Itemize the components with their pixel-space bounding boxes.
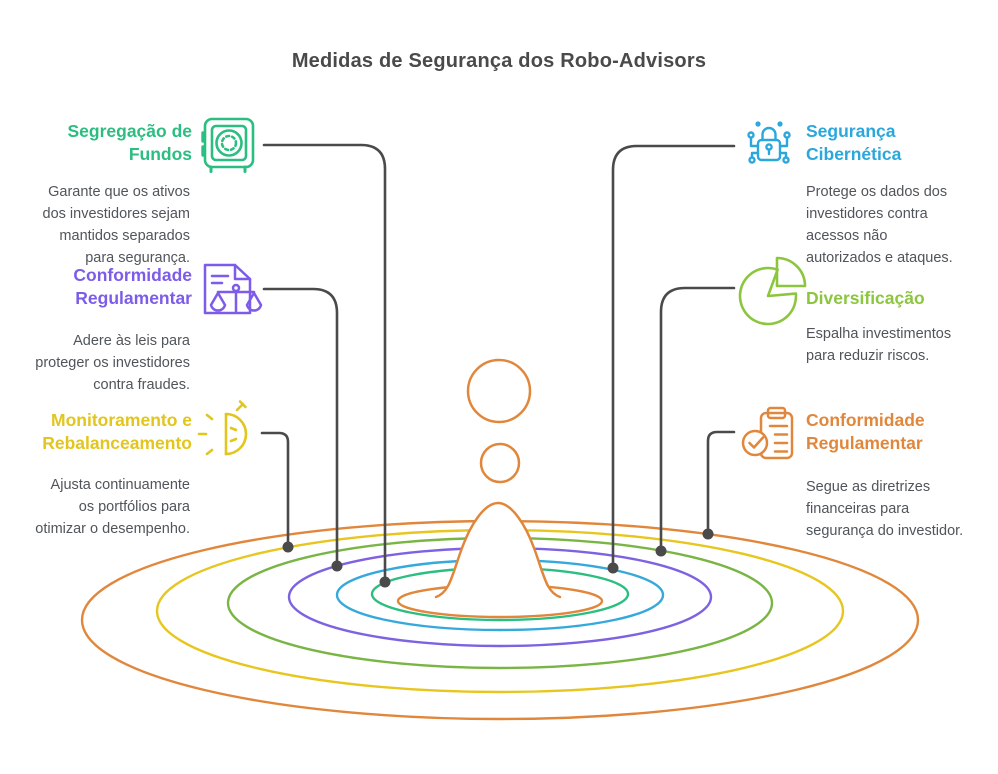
splash-spike	[434, 501, 562, 599]
safe-body	[203, 117, 255, 169]
description-monitoramento-e-rebalanceamento: Ajusta continuamente os portfólios para …	[35, 477, 190, 537]
page-title: Medidas de Segurança dos Robo-Advisors	[291, 50, 707, 72]
circuit-node-bottom-right	[782, 156, 790, 164]
document-fold	[233, 263, 252, 281]
safe-dial-outer	[215, 129, 243, 157]
heading-conformidade-regulamentar-direita: Conformidade Regulamentar	[806, 410, 925, 453]
heading-seguranca-cibernetica: Segurança Cibernética	[806, 121, 902, 164]
connector-lines	[260, 143, 736, 584]
pie-chart-icon	[738, 256, 807, 326]
connector-dot-diversificacao	[655, 545, 667, 557]
document-page	[203, 263, 252, 315]
description-seguranca-cibernetica: Protege os dados dos investidores contra…	[806, 184, 953, 266]
pie-main-slice	[738, 266, 798, 326]
heading-segregacao-de-fundos: Segregação de Fundos	[67, 121, 193, 164]
heading-diversificacao: Diversificação	[806, 288, 925, 308]
stopwatch-motion-rays	[197, 413, 214, 456]
connector-dot-cibernetica	[607, 562, 619, 574]
connector-cibernetica	[611, 144, 736, 570]
scales-right-pan	[245, 291, 263, 312]
connector-conformidade-esquerda	[262, 287, 339, 568]
heading-monitoramento-e-rebalanceamento: Monitoramento e Rebalanceamento	[42, 410, 192, 453]
description-conformidade-regulamentar-esquerda: Adere às leis para proteger os investido…	[35, 333, 190, 393]
circuit-traces	[749, 136, 789, 159]
document-scales-icon	[203, 263, 263, 315]
heading-conformidade-regulamentar-esquerda: Conformidade Regulamentar	[73, 265, 192, 308]
clipboard-lines	[768, 424, 789, 453]
connector-diversificacao	[659, 286, 736, 553]
safe-feet	[209, 165, 247, 173]
description-diversificacao: Espalha investimentos para reduzir risco…	[806, 326, 952, 364]
connector-dot-conformidade-direita	[702, 528, 714, 540]
lock-body	[756, 138, 782, 162]
circuit-dot-right	[777, 121, 783, 127]
clipboard-check-icon	[741, 406, 794, 460]
document-text-lines	[210, 274, 230, 285]
description-segregacao-de-fundos: Garante que os ativos dos investidores s…	[42, 184, 191, 266]
stopwatch-dial-marks	[229, 426, 238, 443]
pie-detached-wedge	[775, 256, 807, 288]
connector-monitoramento	[260, 431, 290, 549]
circuit-node-top-right	[783, 131, 791, 139]
safe-dial-notches	[220, 134, 238, 152]
connector-segregacao	[262, 143, 387, 584]
connector-conformidade-direita	[706, 430, 736, 536]
safe-icon	[201, 117, 255, 173]
scales-beam	[216, 289, 256, 313]
check-circle	[741, 429, 769, 457]
connector-dot-segregacao	[379, 576, 391, 588]
circuit-dot-left	[755, 121, 761, 127]
droplet-small	[479, 442, 521, 484]
circuit-node-bottom-left	[748, 156, 756, 164]
lock-shackle	[761, 126, 777, 142]
connector-dot-conformidade-esquerda	[331, 560, 343, 572]
stopwatch-crown	[235, 400, 247, 412]
droplet-large	[466, 358, 532, 424]
scales-left-pan	[209, 291, 227, 312]
description-conformidade-regulamentar-direita: Segue as diretrizes financeiras para seg…	[806, 479, 964, 539]
circuit-node-top-left	[747, 131, 755, 139]
cyber-lock-icon	[747, 121, 791, 164]
stopwatch-icon	[197, 400, 248, 456]
connector-dot-monitoramento	[282, 541, 294, 553]
clipboard-clip	[766, 406, 787, 420]
stopwatch-case	[224, 412, 248, 456]
connector-dots	[282, 528, 714, 588]
check-mark	[748, 436, 765, 449]
safe-door	[210, 124, 248, 162]
